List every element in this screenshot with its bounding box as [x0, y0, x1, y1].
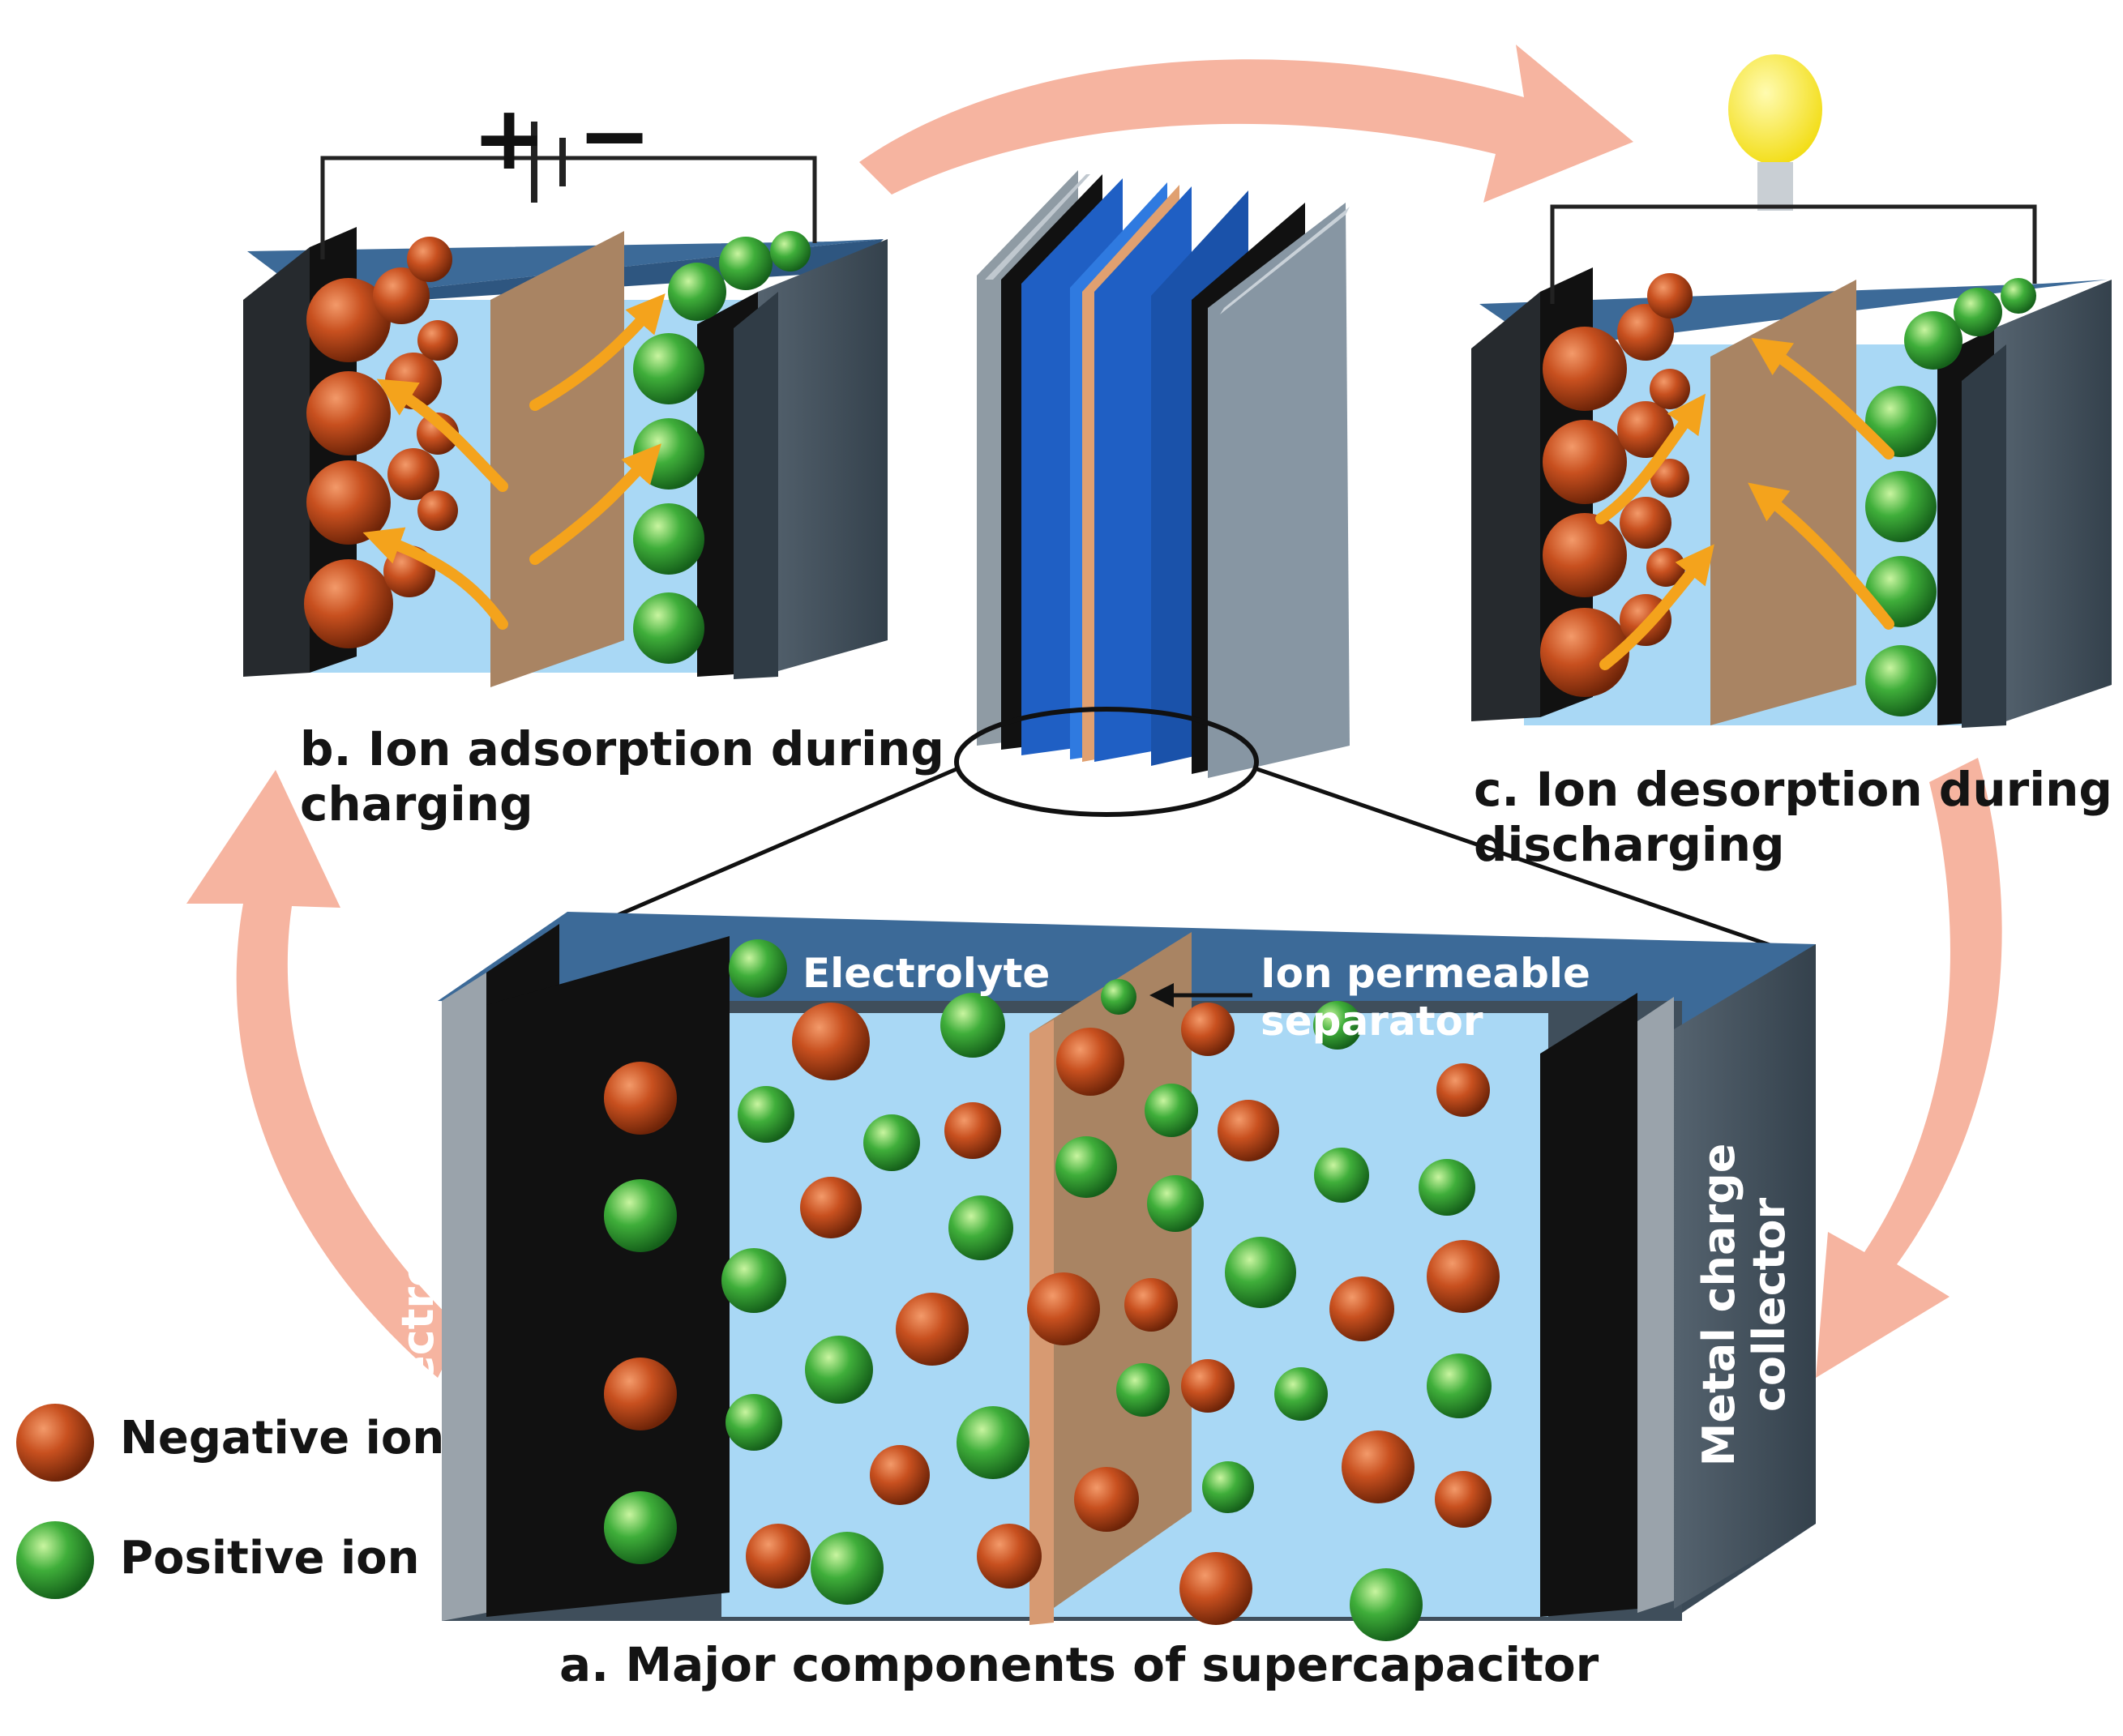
- cycle-arrow-top: [859, 45, 1633, 203]
- cycle-arrows: [186, 45, 2002, 1378]
- separator-label-line-2: separator: [1261, 998, 1483, 1045]
- panel-c-negative-ions: [1540, 273, 1693, 697]
- panel-b-flow-arrows: [362, 293, 666, 630]
- electrolyte-label: Electrolyte: [803, 950, 1051, 997]
- panel-b-caption: b. Ion adsorption during charging: [300, 721, 944, 832]
- panel-a-positive-ions: [604, 939, 1492, 1641]
- battery-minus-symbol: −: [577, 83, 653, 187]
- metal-collector-label-line-1: Metal charge: [1693, 1143, 1744, 1467]
- metal-collector-label: Metal charge collector: [1693, 1054, 1808, 1556]
- legend-negative-label: Negative ion: [120, 1412, 445, 1464]
- central-stack: [977, 170, 1350, 778]
- panel-b-caption-line-1: b. Ion adsorption during: [300, 721, 944, 776]
- panel-a-negative-ions: [604, 1003, 1500, 1625]
- panel-c-caption-line-1: c. Ion desorption during: [1474, 762, 2112, 817]
- legend-positive-swatch: [16, 1521, 94, 1599]
- zoom-callout: [615, 707, 1780, 951]
- panel-c-flow-arrows: [1595, 337, 1894, 670]
- panel-a-caption: a. Major components of supercapacitor: [559, 1637, 1599, 1692]
- light-bulb-icon: [1728, 54, 1822, 211]
- panel-c-caption-line-2: discharging: [1474, 817, 1785, 873]
- panel-b-negative-ions: [304, 237, 459, 648]
- metal-collector-label-line-2: collector: [1744, 1197, 1796, 1413]
- panel-b-positive-ions: [633, 231, 811, 664]
- legend-negative-swatch: [16, 1404, 94, 1482]
- panel-b-caption-line-2: charging: [300, 776, 533, 832]
- cycle-arrow-left: [186, 770, 462, 1378]
- separator-label: Ion permeable separator: [1261, 950, 1601, 1045]
- battery-plus-symbol: +: [472, 86, 547, 190]
- panel-c-positive-ions: [1865, 278, 2036, 716]
- panel-c-caption: c. Ion desorption during discharging: [1474, 762, 2112, 873]
- separator-label-line-1: Ion permeable: [1261, 950, 1590, 997]
- cycle-arrow-right: [1816, 758, 2002, 1378]
- legend-positive-label: Positive ion: [120, 1532, 420, 1584]
